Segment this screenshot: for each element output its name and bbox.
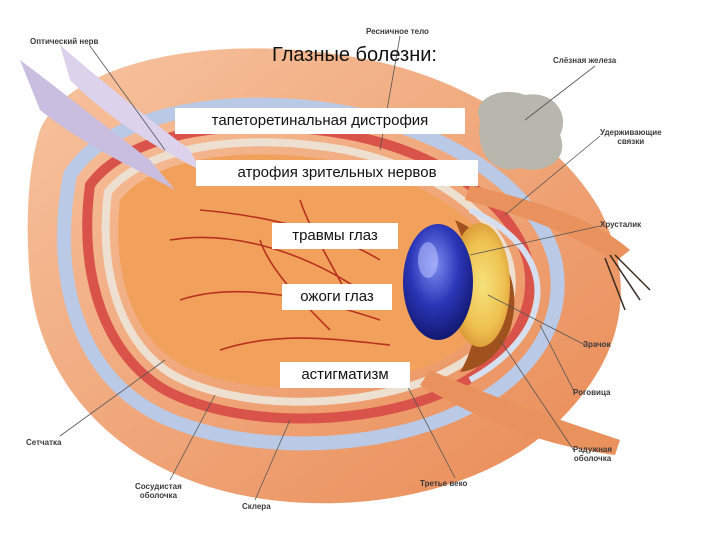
disease-item: астигматизм bbox=[280, 362, 410, 388]
label-optic-nerve: Оптический нерв bbox=[30, 37, 99, 46]
lens bbox=[403, 224, 473, 340]
label-suspensory-ligaments: Удерживающие связки bbox=[600, 128, 662, 146]
label-iris: Радужная оболочка bbox=[573, 445, 613, 463]
disease-item: ожоги глаз bbox=[282, 284, 392, 310]
label-choroid: Сосудистая оболочка bbox=[135, 482, 182, 500]
label-ciliary-body: Ресничное тело bbox=[366, 27, 429, 36]
eyelid bbox=[420, 370, 620, 455]
label-retina: Сетчатка bbox=[26, 438, 62, 447]
disease-item: атрофия зрительных нервов bbox=[196, 160, 478, 186]
eyelashes bbox=[604, 254, 651, 311]
label-lens: Хрусталик bbox=[600, 220, 642, 229]
label-sclera: Склера bbox=[242, 502, 271, 511]
leader-lines bbox=[59, 35, 601, 501]
lacrimal-gland bbox=[478, 91, 564, 170]
label-third-eyelid: Третье веко bbox=[420, 479, 468, 488]
optic-nerve bbox=[20, 60, 175, 190]
disease-item: тапеторетинальная дистрофия bbox=[175, 108, 465, 134]
cornea bbox=[468, 207, 541, 383]
sclera-layer bbox=[57, 97, 565, 451]
vitreous-body bbox=[118, 154, 499, 389]
label-lacrimal-gland: Слёзная железа bbox=[553, 56, 617, 65]
slide-title: Глазные болезни: bbox=[272, 44, 437, 66]
label-pupil: Зрачок bbox=[583, 340, 611, 349]
disease-item: травмы глаз bbox=[272, 223, 398, 249]
label-cornea: Роговица bbox=[573, 388, 611, 397]
